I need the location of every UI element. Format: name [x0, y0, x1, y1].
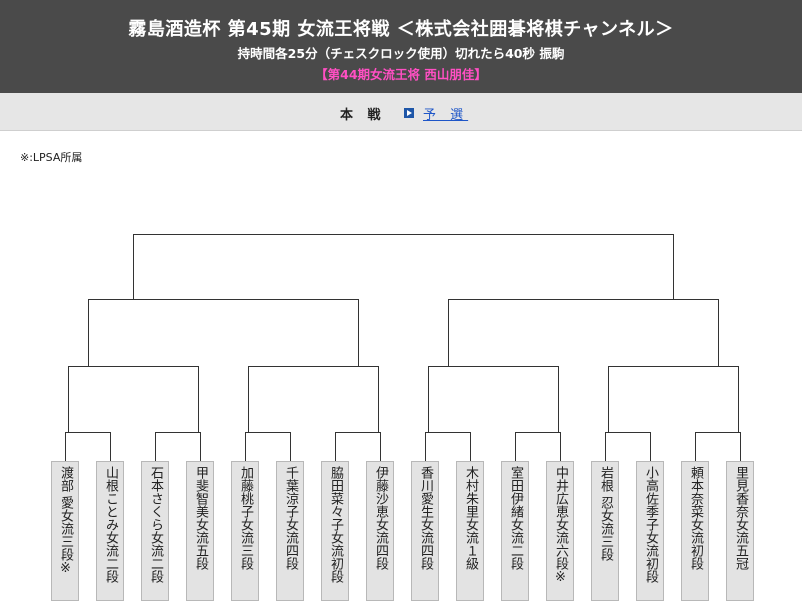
player-name: 頼本奈菜女流初段	[688, 466, 703, 570]
bracket-line	[65, 432, 66, 461]
player-name: 脇田菜々子女流初段	[328, 466, 343, 583]
player-name: 里見香奈女流五冠	[733, 466, 748, 570]
bracket-line	[605, 432, 651, 433]
bracket-line	[558, 366, 559, 432]
bracket-line	[65, 432, 111, 433]
bracket-line	[608, 366, 609, 432]
bracket-line	[515, 432, 561, 433]
bracket-line	[155, 432, 156, 461]
lpsa-note: ※:LPSA所属	[20, 151, 83, 164]
player-name: 加藤桃子女流三段	[238, 466, 253, 570]
bracket-line	[155, 432, 201, 433]
player-box: 山根ことみ女流二段	[96, 461, 124, 601]
arrow-right-icon	[404, 108, 414, 118]
bracket-line	[133, 234, 674, 235]
bracket-line	[68, 366, 199, 367]
bracket-line	[560, 432, 561, 461]
player-box: 千葉涼子女流四段	[276, 461, 304, 601]
player-box: 岩根 忍女流三段	[591, 461, 619, 601]
bracket-line	[290, 432, 291, 461]
player-box: 甲斐智美女流五段	[186, 461, 214, 601]
player-box: 頼本奈菜女流初段	[681, 461, 709, 601]
bracket-line	[425, 432, 426, 461]
player-name: 室田伊緒女流二段	[508, 466, 523, 570]
bracket-line	[448, 299, 449, 366]
bracket-line	[248, 366, 249, 432]
player-box: 石本さくら女流二段	[141, 461, 169, 601]
bracket-line	[88, 299, 359, 300]
bracket-line	[378, 366, 379, 432]
player-name: 石本さくら女流二段	[148, 466, 163, 583]
bracket-line	[738, 366, 739, 432]
bracket-line	[695, 432, 696, 461]
time-control-info: 持時間各25分（チェスクロック使用）切れたら40秒 振駒	[237, 46, 565, 61]
bracket-line	[248, 366, 379, 367]
bracket-line	[470, 432, 471, 461]
bracket-line	[335, 432, 336, 461]
player-name: 山根ことみ女流二段	[103, 466, 118, 583]
bracket-line	[740, 432, 741, 461]
player-name: 中井広恵女流六段※	[553, 466, 568, 585]
page-title: 霧島酒造杯 第45期 女流王将戦 ＜株式会社囲碁将棋チャンネル＞	[128, 19, 674, 40]
tab-preliminary-link[interactable]: 予 選	[423, 108, 469, 123]
player-box: 伊藤沙恵女流四段	[366, 461, 394, 601]
bracket-line	[605, 432, 606, 461]
player-box: 脇田菜々子女流初段	[321, 461, 349, 601]
page-header: 霧島酒造杯 第45期 女流王将戦 ＜株式会社囲碁将棋チャンネル＞ 持時間各25分…	[0, 0, 802, 93]
bracket-line	[380, 432, 381, 461]
bracket-line	[68, 366, 69, 432]
bracket-line	[133, 234, 134, 299]
bracket-line	[198, 366, 199, 432]
title-holder: 【第44期女流王将 西山朋佳】	[315, 67, 487, 82]
player-box: 小高佐季子女流初段	[636, 461, 664, 601]
bracket-line	[650, 432, 651, 461]
bracket-line	[335, 432, 381, 433]
player-name: 甲斐智美女流五段	[193, 466, 208, 570]
player-box: 室田伊緒女流二段	[501, 461, 529, 601]
bracket-line	[425, 432, 471, 433]
player-name: 渡部 愛女流三段※	[58, 466, 73, 577]
bracket-line	[608, 366, 739, 367]
tournament-nav: 本 戦 予 選	[0, 93, 802, 131]
bracket-line	[448, 299, 719, 300]
player-box: 加藤桃子女流三段	[231, 461, 259, 601]
bracket-line	[245, 432, 291, 433]
bracket-line	[428, 366, 429, 432]
bracket-line	[110, 432, 111, 461]
player-box: 香川愛生女流四段	[411, 461, 439, 601]
player-name: 伊藤沙恵女流四段	[373, 466, 388, 570]
player-box: 木村朱里女流１級	[456, 461, 484, 601]
bracket-line	[358, 299, 359, 366]
bracket-line	[673, 234, 674, 299]
player-name: 香川愛生女流四段	[418, 466, 433, 570]
bracket-line	[200, 432, 201, 461]
player-box: 中井広恵女流六段※	[546, 461, 574, 601]
bracket-line	[428, 366, 559, 367]
player-box: 里見香奈女流五冠	[726, 461, 754, 601]
bracket-line	[695, 432, 741, 433]
player-name: 千葉涼子女流四段	[283, 466, 298, 570]
player-name: 岩根 忍女流三段	[598, 466, 613, 562]
player-name: 小高佐季子女流初段	[643, 466, 658, 583]
bracket-line	[515, 432, 516, 461]
bracket-line	[88, 299, 89, 366]
tab-main-tournament: 本 戦	[340, 108, 386, 123]
player-box: 渡部 愛女流三段※	[51, 461, 79, 601]
bracket-line	[245, 432, 246, 461]
player-name: 木村朱里女流１級	[463, 466, 478, 570]
bracket-line	[718, 299, 719, 366]
